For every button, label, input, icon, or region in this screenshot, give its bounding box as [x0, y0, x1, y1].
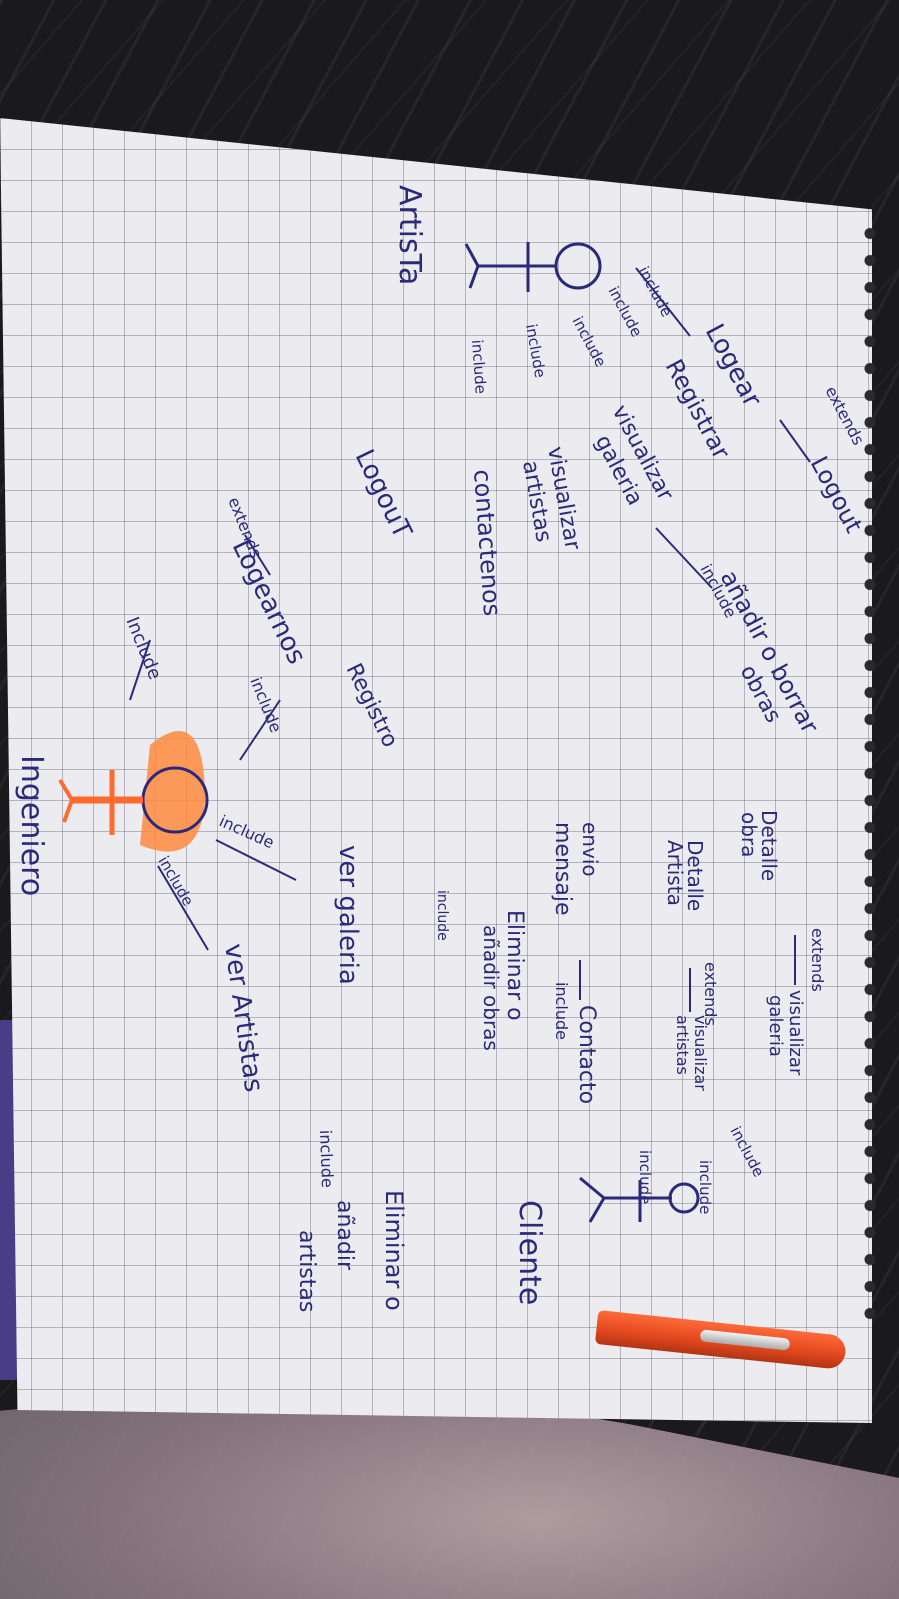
actor-label-cliente: Cliente — [512, 1200, 547, 1305]
relation-arrow — [129, 639, 151, 701]
diagram-text-cliente-cases-detalle-artista-1: Detalle — [683, 840, 707, 911]
diagram-text-cliente-cases-visualizar-artistas-2: artistas — [673, 1015, 692, 1075]
relation-arrow — [655, 527, 713, 589]
diagram-text-ingeniero-cases-eliminar-anadir-obras-2: añadir obras — [479, 925, 503, 1051]
diagram-text-ingeniero-cases-eliminar-anadir-obras-1: Eliminar o — [502, 910, 527, 1021]
diagram-text-ingeniero-cases-include-3: include — [216, 811, 277, 852]
diagram-text-cliente-cases-envio-1: envio — [578, 822, 602, 877]
relation-arrow — [588, 1197, 606, 1223]
relation-arrow — [157, 865, 209, 951]
relation-arrow — [635, 267, 691, 337]
relation-arrow — [468, 265, 480, 289]
diagram-text-cliente-cases-visualizar-artistas-1: visualizar — [691, 1015, 710, 1091]
diagram-text-artista-cases-include-5: include — [468, 339, 490, 394]
diagram-text-ingeniero-cases-logout: LogouT — [349, 445, 418, 543]
relation-arrow — [244, 534, 271, 576]
diagram-text-ingeniero-cases-ver-galeria: ver galeria — [333, 845, 363, 985]
diagram-text-ingeniero-cases-logearnos: Logearnos — [226, 535, 312, 669]
diagram-text-artista-cases-logout-1: Logout — [805, 452, 868, 538]
diagram-text-cliente-cases-detalle-obra-1: Detalle — [757, 810, 781, 881]
actor-label-artista: ArtisTa — [392, 185, 427, 285]
relation-arrow — [779, 419, 811, 463]
relation-arrow — [215, 839, 297, 881]
spiral-binding — [857, 220, 883, 1320]
diagram-text-artista-cases-include-4: include — [522, 323, 549, 380]
diagram-text-cliente-cases-include-3: include — [552, 982, 571, 1040]
diagram-text-ingeniero-cases-include-5: include — [155, 853, 198, 909]
diagram-text-artista-cases-contactenos: contactenos — [468, 468, 506, 617]
notebook-page — [0, 118, 872, 1423]
diagram-text-cliente-cases-visualizar-galeria-1: visualizar — [785, 990, 806, 1076]
diagram-text-artista-cases-logear: Logear — [699, 319, 767, 412]
diagram-text-ingeniero-cases-include-2: include — [246, 674, 285, 735]
actor-artista-figure — [464, 242, 602, 292]
diagram-text-ingeniero-cases-registro: Registro — [341, 660, 403, 752]
diagram-text-ingeniero-cases-include-6: include — [316, 1129, 337, 1188]
diagram-text-cliente-cases-include-1: include — [726, 1123, 767, 1179]
actor-ingeniero-figure — [58, 731, 209, 852]
diagram-text-ingeniero-cases-include-4: include — [434, 890, 450, 941]
relation-arrow — [579, 1176, 605, 1200]
diagram-text-cliente-cases-contacto: Contacto — [574, 1005, 599, 1104]
diagram-text-artista-cases-include-3: include — [568, 313, 609, 369]
diagram-text-cliente-cases-detalle-obra-2: obra — [737, 812, 761, 857]
diagram-text-artista-cases-include-2: include — [604, 283, 645, 339]
diagram-text-ingeniero-cases-ver-artistas: ver Artistas — [218, 942, 269, 1094]
diagram-text-artista-cases-extends-logout: extends — [821, 383, 868, 448]
diagram-text-ingeniero-cases-eliminar-anadir-artistas-3: artistas — [294, 1230, 319, 1312]
diagram-text-ingeniero-cases-eliminar-anadir-artistas-2: añadir — [332, 1200, 357, 1271]
diagram-text-cliente-cases-visualizar-galeria-2: galeria — [765, 995, 786, 1057]
diagram-text-cliente-cases-include-4: include — [636, 1150, 654, 1204]
relation-arrow — [239, 699, 281, 761]
actor-cliente-figure — [579, 1176, 700, 1223]
relation-arrow — [464, 243, 480, 267]
diagram-text-cliente-cases-extends-2: extends — [701, 962, 720, 1026]
relation-arrow — [62, 799, 74, 823]
diagram-text-ingeniero-cases-eliminar-anadir-artistas-1: Eliminar o — [380, 1190, 408, 1311]
diagram-text-cliente-cases-detalle-artista-2: Artista — [663, 840, 687, 906]
relation-arrow — [58, 778, 74, 802]
diagram-text-cliente-cases-include-2: include — [696, 1160, 714, 1214]
diagram-text-cliente-cases-envio-2: mensaje — [550, 822, 575, 916]
diagram-text-ingeniero-cases-include-1: Include — [121, 614, 165, 683]
actor-label-ingeniero: Ingeniero — [14, 755, 49, 896]
diagram-text-cliente-cases-extends-1: extends — [808, 928, 827, 992]
